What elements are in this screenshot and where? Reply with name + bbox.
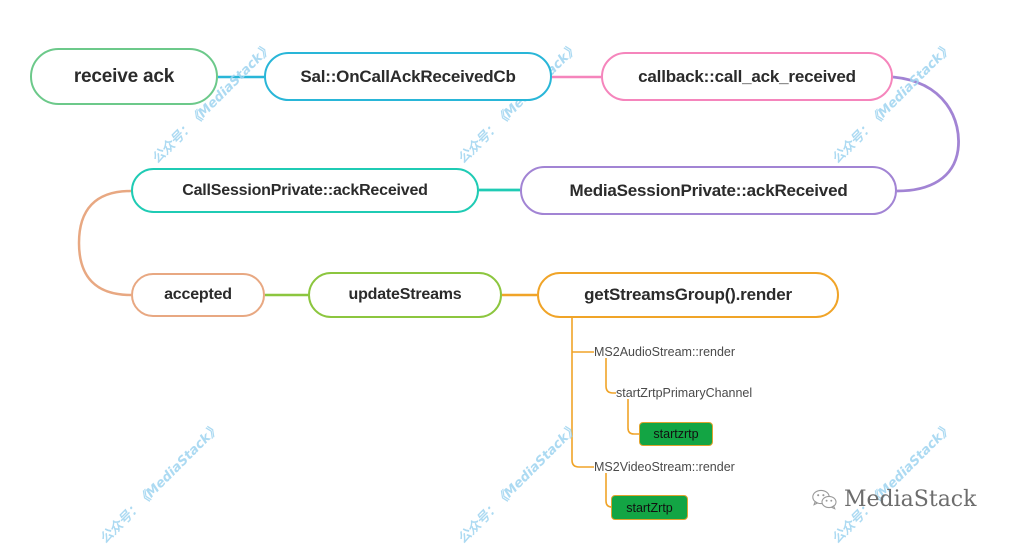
leaf-startzrtpprimarychannel[interactable]: startZrtpPrimaryChannel xyxy=(616,387,752,400)
chip-startzrtp-audio[interactable]: startzrtp xyxy=(639,422,713,446)
node-accepted[interactable]: accepted xyxy=(131,273,265,317)
leaf-ms2audiostream-render[interactable]: MS2AudioStream::render xyxy=(594,346,735,359)
watermark-text: 公众号：《MediaStack》 xyxy=(829,421,956,546)
chip-startzrtp-video[interactable]: startZrtp xyxy=(611,495,688,520)
edge-callsession-to-accepted xyxy=(77,189,132,297)
chip-label: startZrtp xyxy=(626,500,673,515)
node-label: accepted xyxy=(164,286,232,303)
node-label: updateStreams xyxy=(348,286,462,303)
node-callback-call-ack-received[interactable]: callback::call_ack_received xyxy=(601,52,893,101)
node-label: getStreamsGroup().render xyxy=(584,285,792,304)
edge-ms2audio-to-startzrtppc xyxy=(605,358,616,394)
node-label: receive ack xyxy=(73,65,175,87)
node-label: Sal::OnCallAckReceivedCb xyxy=(300,66,516,86)
leaf-ms2videostream-render[interactable]: MS2VideoStream::render xyxy=(594,461,735,474)
brand-name: MediaStack xyxy=(844,487,977,512)
node-label: CallSessionPrivate::ackReceived xyxy=(182,181,428,199)
watermark-text: 公众号：《MediaStack》 xyxy=(97,421,224,546)
edge-getstreamsgroup-trunk xyxy=(571,318,594,468)
wechat-icon xyxy=(812,489,837,510)
node-getstreamsgroup-render[interactable]: getStreamsGroup().render xyxy=(537,272,839,318)
brand-mark: MediaStack xyxy=(812,487,976,512)
node-label: MediaSessionPrivate::ackReceived xyxy=(569,180,848,200)
leaf-label: MS2VideoStream::render xyxy=(594,460,735,474)
node-receive-ack[interactable]: receive ack xyxy=(30,48,218,105)
chip-label: startzrtp xyxy=(653,427,699,441)
node-callsessionprivate-ackreceived[interactable]: CallSessionPrivate::ackReceived xyxy=(131,168,479,213)
node-mediasessionprivate-ackreceived[interactable]: MediaSessionPrivate::ackReceived xyxy=(520,166,897,215)
node-sal-oncallackreceivedcb[interactable]: Sal::OnCallAckReceivedCb xyxy=(264,52,552,101)
node-updatestreams[interactable]: updateStreams xyxy=(308,272,502,318)
leaf-label: MS2AudioStream::render xyxy=(594,345,736,359)
watermark-text: 公众号：《MediaStack》 xyxy=(455,421,582,546)
edge-callback-to-mediasession xyxy=(892,75,960,193)
edge-startzrtppc-to-startzrtp xyxy=(627,399,639,435)
node-label: callback::call_ack_received xyxy=(638,66,856,86)
leaf-label: startZrtpPrimaryChannel xyxy=(616,386,753,400)
